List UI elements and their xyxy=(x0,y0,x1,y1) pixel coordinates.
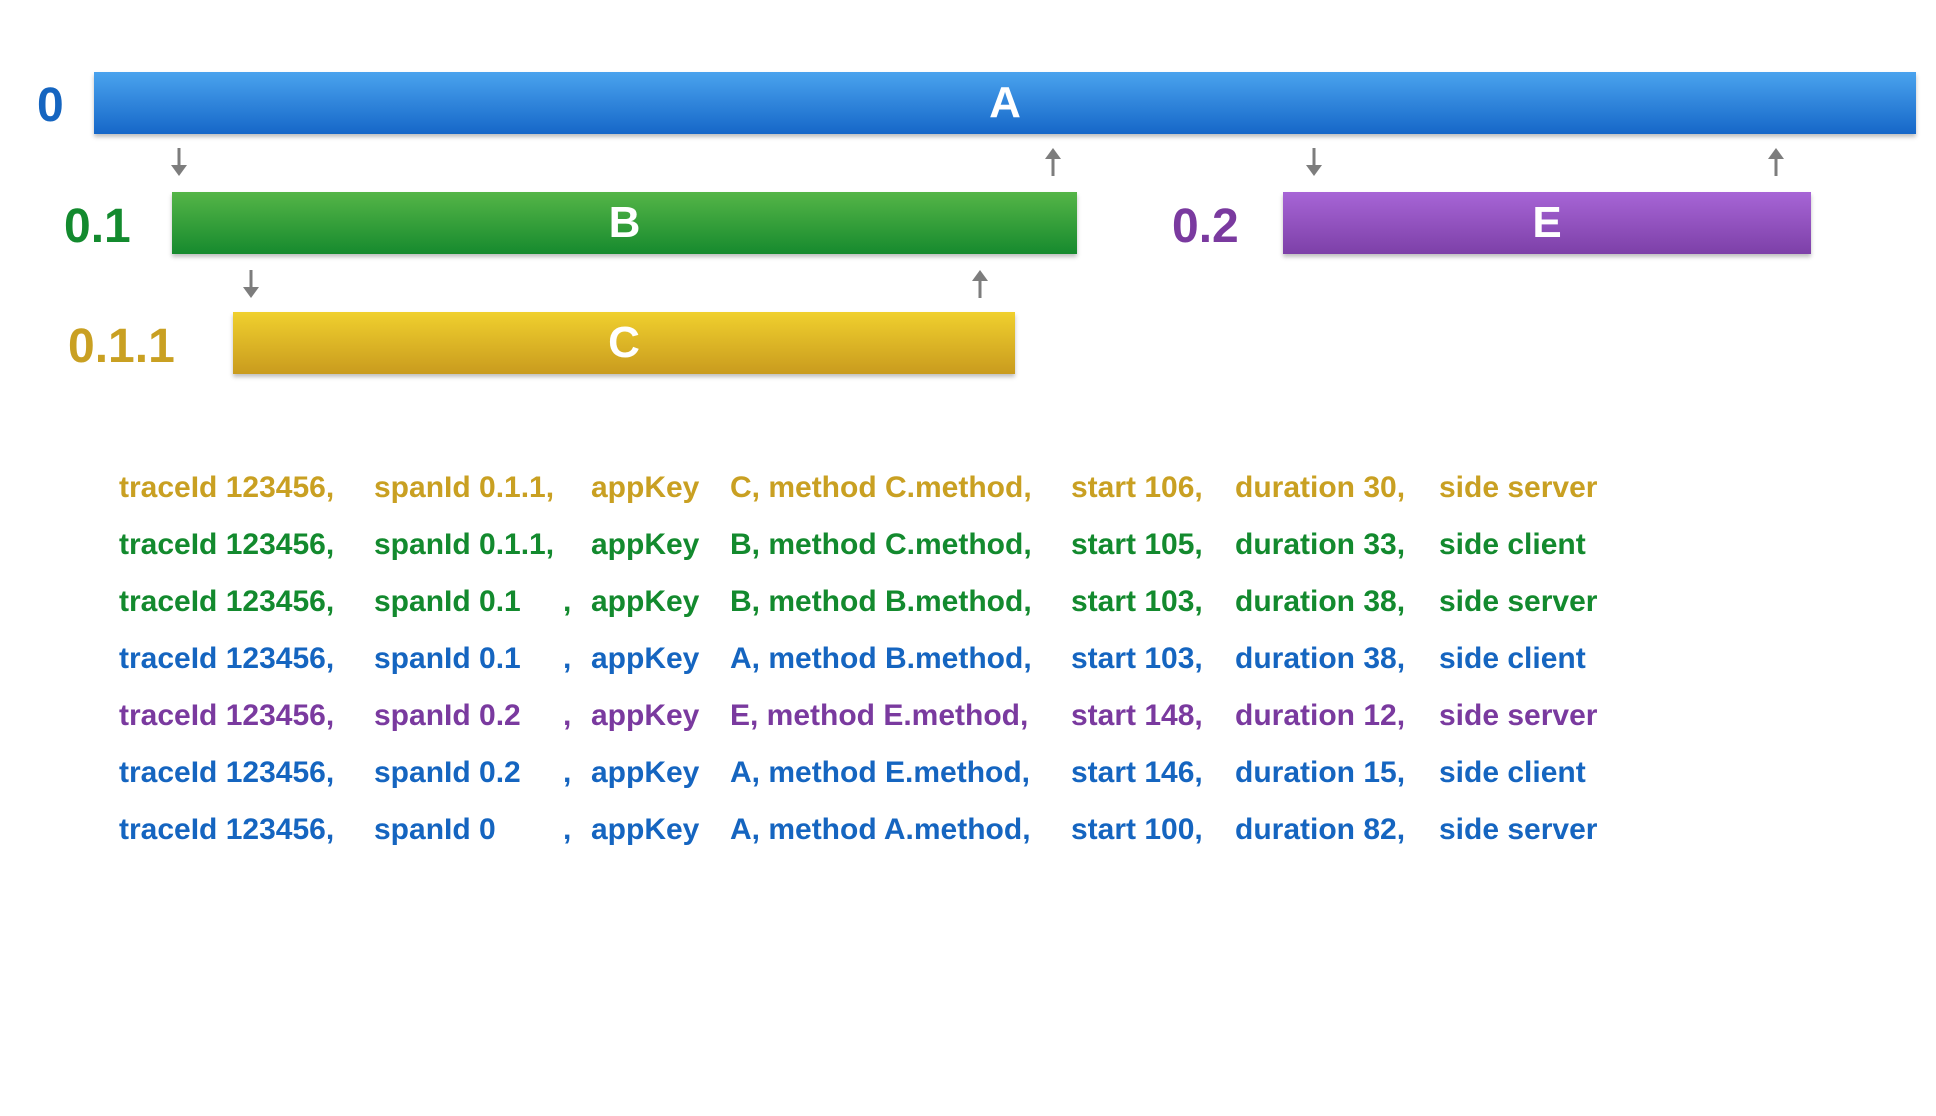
span-id-comma: , xyxy=(563,813,572,846)
duration: duration 12, xyxy=(1235,699,1406,732)
app-and-method: A, method E.method, xyxy=(730,756,1030,789)
span-id-comma: , xyxy=(563,642,572,675)
span-id: spanId 0 xyxy=(374,813,496,846)
trace-id: traceId 123456, xyxy=(119,471,335,504)
app-key-label: appKey xyxy=(591,528,700,561)
span-bar-e: E xyxy=(1283,192,1811,254)
app-key-label: appKey xyxy=(591,699,700,732)
app-and-method: C, method C.method, xyxy=(730,471,1032,504)
return-arrow-c-to-b xyxy=(968,268,992,300)
start-time: start 106, xyxy=(1071,471,1203,504)
start-time: start 105, xyxy=(1071,528,1203,561)
span-bar-a: A xyxy=(94,72,1916,134)
app-key-label: appKey xyxy=(591,813,700,846)
span-id-comma: , xyxy=(563,756,572,789)
return-arrow-b-to-a xyxy=(1041,146,1065,178)
side: side client xyxy=(1439,528,1586,561)
call-arrow-b-to-c xyxy=(239,268,263,300)
start-time: start 148, xyxy=(1071,699,1203,732)
side: side server xyxy=(1439,813,1598,846)
span-bar-c: C xyxy=(233,312,1015,374)
app-and-method: B, method C.method, xyxy=(730,528,1032,561)
trace-id: traceId 123456, xyxy=(119,585,335,618)
side: side client xyxy=(1439,642,1586,675)
span-id-comma: , xyxy=(563,699,572,732)
log-line-5: traceId 123456, spanId 0.2 , appKey A, m… xyxy=(119,758,1586,815)
trace-id: traceId 123456, xyxy=(119,528,335,561)
side: side server xyxy=(1439,699,1598,732)
side: side client xyxy=(1439,756,1586,789)
span-id: spanId 0.1 xyxy=(374,585,521,618)
trace-id: traceId 123456, xyxy=(119,756,335,789)
side: side server xyxy=(1439,471,1598,504)
call-arrow-a-to-e xyxy=(1302,146,1326,178)
trace-id: traceId 123456, xyxy=(119,699,335,732)
app-key-label: appKey xyxy=(591,585,700,618)
span-log-list: traceId 123456, spanId 0.1.1, appKey C, … xyxy=(119,473,1597,872)
app-key-label: appKey xyxy=(591,756,700,789)
log-line-4: traceId 123456, spanId 0.2 , appKey E, m… xyxy=(119,701,1597,758)
duration: duration 38, xyxy=(1235,585,1406,618)
span-id: spanId 0.2 xyxy=(374,756,521,789)
span-id: spanId 0.1.1, xyxy=(374,528,555,561)
span-id: spanId 0.2 xyxy=(374,699,521,732)
app-and-method: A, method B.method, xyxy=(730,642,1032,675)
side: side server xyxy=(1439,585,1598,618)
span-id-label-0-1: 0.1 xyxy=(64,200,131,253)
start-time: start 103, xyxy=(1071,585,1203,618)
call-arrow-a-to-b xyxy=(167,146,191,178)
log-line-1: traceId 123456, spanId 0.1.1, appKey B, … xyxy=(119,530,1586,587)
log-line-6: traceId 123456, spanId 0 , appKey A, met… xyxy=(119,815,1597,872)
start-time: start 103, xyxy=(1071,642,1203,675)
log-line-0: traceId 123456, spanId 0.1.1, appKey C, … xyxy=(119,473,1597,530)
span-id-label-0-2: 0.2 xyxy=(1172,200,1239,253)
trace-id: traceId 123456, xyxy=(119,813,335,846)
log-line-3: traceId 123456, spanId 0.1 , appKey A, m… xyxy=(119,644,1586,701)
app-and-method: B, method B.method, xyxy=(730,585,1032,618)
return-arrow-e-to-a xyxy=(1764,146,1788,178)
app-and-method: A, method A.method, xyxy=(730,813,1031,846)
start-time: start 100, xyxy=(1071,813,1203,846)
duration: duration 30, xyxy=(1235,471,1406,504)
duration: duration 82, xyxy=(1235,813,1406,846)
log-line-2: traceId 123456, spanId 0.1 , appKey B, m… xyxy=(119,587,1597,644)
app-key-label: appKey xyxy=(591,471,700,504)
app-and-method: E, method E.method, xyxy=(730,699,1029,732)
app-key-label: appKey xyxy=(591,642,700,675)
span-id: spanId 0.1.1, xyxy=(374,471,555,504)
span-id-label-0-1-1: 0.1.1 xyxy=(68,320,175,373)
duration: duration 33, xyxy=(1235,528,1406,561)
span-id: spanId 0.1 xyxy=(374,642,521,675)
span-id-label-0: 0 xyxy=(37,79,64,132)
span-id-comma: , xyxy=(563,585,572,618)
start-time: start 146, xyxy=(1071,756,1203,789)
duration: duration 38, xyxy=(1235,642,1406,675)
duration: duration 15, xyxy=(1235,756,1406,789)
trace-id: traceId 123456, xyxy=(119,642,335,675)
span-bar-b: B xyxy=(172,192,1077,254)
